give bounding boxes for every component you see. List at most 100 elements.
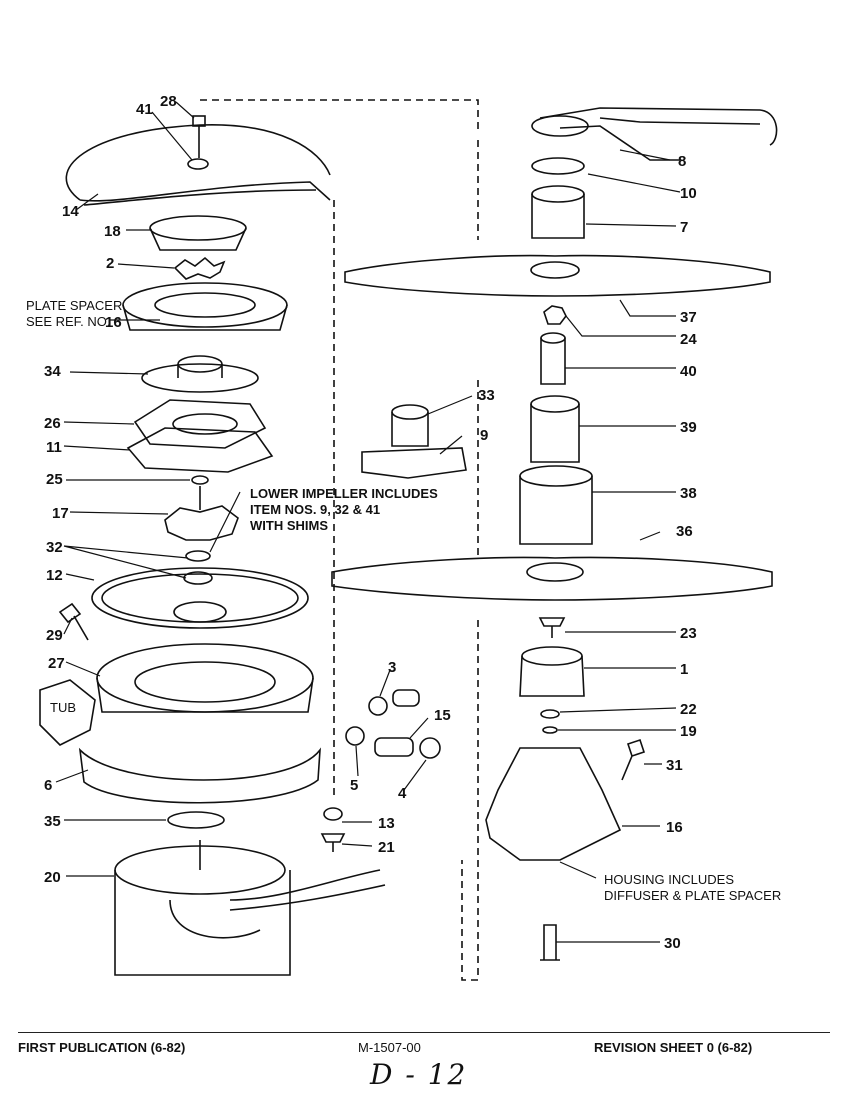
part-26-gasket-hole: [172, 413, 238, 435]
part-6-housing: [78, 747, 321, 804]
impeller-note-line1: LOWER IMPELLER INCLUDES: [250, 486, 438, 501]
label-6: 6: [44, 777, 52, 794]
label-31: 31: [666, 757, 683, 774]
part-15-hose-a: [392, 689, 420, 707]
label-24: 24: [680, 331, 697, 348]
handwritten-page-code: D - 12: [370, 1058, 468, 1091]
part-17-impeller: [164, 486, 239, 541]
label-29: 29: [46, 627, 63, 644]
part-7-nozzle: [531, 185, 585, 239]
part-9-plate: [361, 447, 467, 479]
part-1-hub: [519, 646, 585, 697]
part-37-upper-spray-arm: [344, 254, 771, 297]
label-28: 28: [160, 93, 177, 110]
label-16: 16: [666, 819, 683, 836]
part-24-nut: [543, 305, 567, 325]
label-21: 21: [378, 839, 395, 856]
part-32-shim-a: [185, 550, 211, 562]
label-20: 20: [44, 869, 61, 886]
part-21-screw: [320, 833, 346, 852]
plate-spacer-note-line1: PLATE SPACER: [26, 298, 122, 313]
part-18-cap: [149, 215, 247, 251]
part-11-gasket: [126, 427, 274, 473]
label-10: 10: [680, 185, 697, 202]
label-41: 41: [136, 101, 153, 118]
impeller-note-line2: ITEM NOS. 9, 32 & 41: [250, 502, 380, 517]
label-30: 30: [664, 935, 681, 952]
part-30-bolt: [540, 924, 560, 961]
part-25-washer: [191, 475, 209, 485]
part-29-screw: [58, 602, 89, 641]
footer-first-publication: FIRST PUBLICATION (6-82): [18, 1040, 186, 1055]
part-39-sleeve: [530, 395, 580, 463]
label-12: 12: [46, 567, 63, 584]
label-19: 19: [680, 723, 697, 740]
label-34: 34: [44, 363, 61, 380]
label-23: 23: [680, 625, 697, 642]
part-4-clamp: [419, 737, 441, 759]
label-22: 22: [680, 701, 697, 718]
part-36-lower-spray-arm: [331, 556, 773, 601]
part-26-gasket: [133, 399, 267, 449]
part-27-base: [96, 643, 314, 713]
impeller-note-line3: WITH SHIMS: [250, 518, 328, 533]
part-8-supply-tube: [539, 107, 778, 161]
label-11: 11: [46, 439, 62, 456]
part-34-bracket: [141, 355, 259, 393]
part-20-motor: [114, 840, 386, 976]
part-16-housing: [485, 747, 622, 861]
plate-spacer-ring: [122, 282, 288, 331]
part-13-nut: [323, 807, 343, 821]
part-23-cap: [538, 617, 566, 638]
part-31-screw: [621, 738, 646, 781]
part-33-block: [391, 404, 429, 447]
housing-note-line2: DIFFUSER & PLATE SPACER: [604, 888, 781, 903]
housing-note-line1: HOUSING INCLUDES: [604, 872, 734, 887]
part-28-bolt: [192, 115, 206, 158]
tub-label: TUB: [50, 700, 76, 715]
exploded-parts-diagram: 28 41 14 18 2 34 26 11 25 17 32 12 29 27…: [26, 93, 781, 981]
label-35: 35: [44, 813, 61, 830]
label-37: 37: [680, 309, 697, 326]
label-15: 15: [434, 707, 451, 724]
part-40-tube: [540, 332, 566, 385]
part-15-hose-b: [374, 737, 414, 757]
footer-document-number: M-1507-00: [358, 1040, 421, 1055]
label-5: 5: [350, 777, 358, 794]
label-7: 7: [680, 219, 688, 236]
label-1: 1: [680, 661, 688, 678]
part-8-fitting: [531, 115, 589, 137]
part-22-washer: [540, 709, 560, 719]
label-14: 14: [62, 203, 79, 220]
part-12-ring: [91, 567, 309, 629]
part-19-washer: [542, 726, 558, 734]
label-36: 36: [676, 523, 693, 540]
label-4: 4: [398, 785, 407, 802]
label-2: 2: [106, 255, 114, 272]
footer-rule: [18, 1032, 830, 1033]
label-18: 18: [104, 223, 121, 240]
part-35-seal: [167, 811, 225, 829]
part-2-star-impeller: [173, 256, 226, 280]
part-3-clamp: [368, 696, 388, 716]
label-3: 3: [388, 659, 396, 676]
dashed-guide-line: [200, 99, 479, 981]
label-32: 32: [46, 539, 63, 556]
plate-spacer-note-ref: 16: [105, 314, 122, 331]
tub-outline: [39, 679, 96, 746]
label-25: 25: [46, 471, 63, 488]
label-26: 26: [44, 415, 61, 432]
label-39: 39: [680, 419, 697, 436]
label-40: 40: [680, 363, 697, 380]
part-5-clamp: [345, 726, 365, 746]
part-14-tube: [65, 124, 331, 206]
part-38-housing: [519, 465, 593, 545]
label-33: 33: [478, 387, 495, 404]
label-9: 9: [480, 427, 488, 444]
leader-lines: [55, 101, 681, 943]
label-38: 38: [680, 485, 697, 502]
part-10-gasket: [531, 157, 585, 175]
label-13: 13: [378, 815, 395, 832]
part-41-washer: [187, 158, 209, 170]
